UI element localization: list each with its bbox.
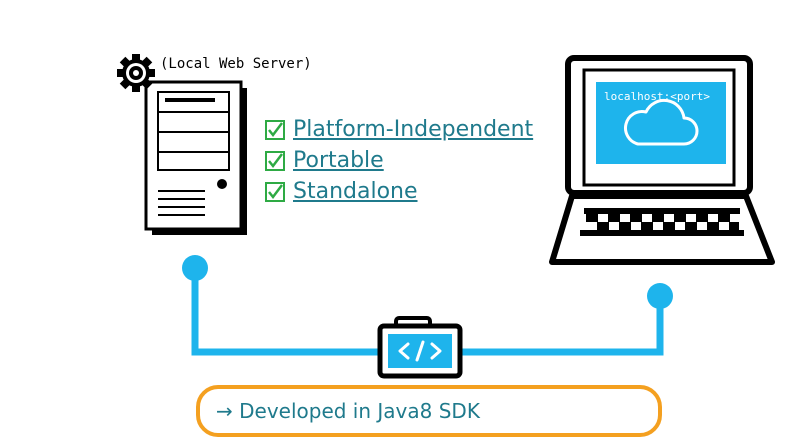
feature-link-portable[interactable]: Portable (293, 148, 384, 173)
developed-in-text: → Developed in Java8 SDK (216, 399, 480, 423)
server-tower-icon (144, 80, 247, 235)
gear-icon (117, 54, 155, 92)
server-label: (Local Web Server) (160, 56, 312, 72)
connector-node-laptop (647, 283, 673, 309)
keyboard-keys (580, 208, 744, 236)
cloud-icon (624, 98, 699, 146)
feature-item: Standalone (265, 176, 533, 207)
checkbox-icon (265, 150, 285, 171)
laptop-icon (549, 55, 775, 265)
feature-link-platform-independent[interactable]: Platform-Independent (293, 117, 534, 142)
checkbox-icon (265, 119, 285, 140)
feature-link-standalone[interactable]: Standalone (293, 179, 418, 204)
feature-item: Platform-Independent (265, 114, 533, 145)
feature-item: Portable (265, 145, 533, 176)
checkbox-icon (265, 181, 285, 202)
localhost-url: localhost:<port> (604, 90, 710, 103)
feature-list: Platform-Independent Portable Standalone (265, 114, 533, 207)
developed-in-banner: → Developed in Java8 SDK (196, 385, 662, 437)
connector-node-server (182, 255, 208, 281)
code-briefcase-icon (377, 316, 463, 379)
